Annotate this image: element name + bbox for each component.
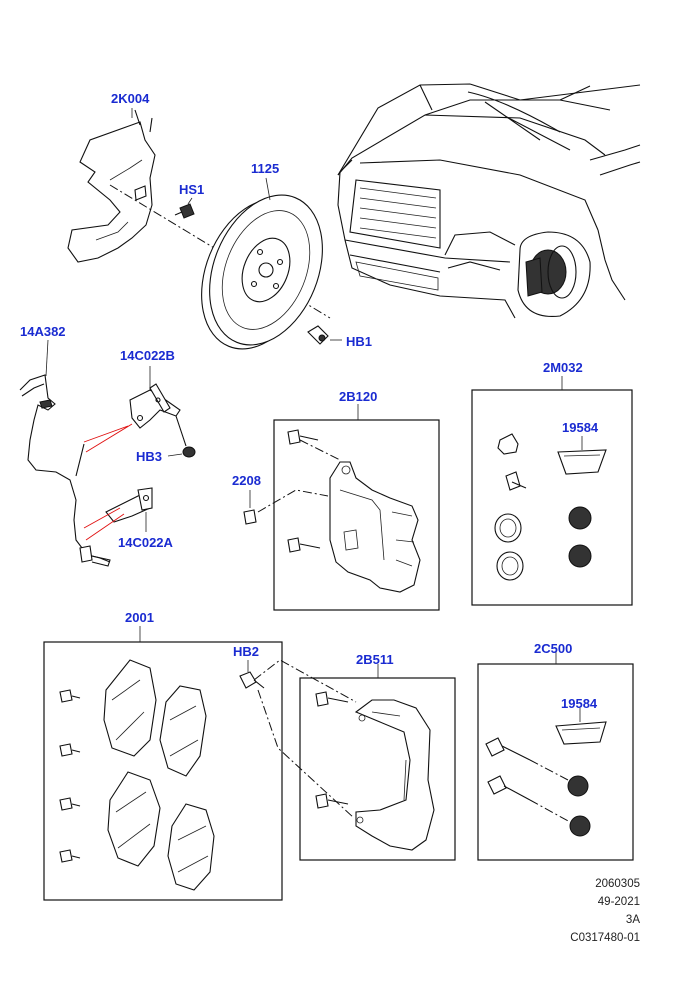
leader-1125 bbox=[265, 177, 271, 201]
callout-2k004[interactable]: 2K004 bbox=[111, 91, 150, 106]
pad-pins bbox=[59, 689, 81, 863]
callout-1125[interactable]: 1125 bbox=[251, 161, 280, 176]
callout-14c022a[interactable]: 14C022A bbox=[118, 535, 173, 550]
catalog-reference: C0317480-01 bbox=[570, 932, 640, 944]
brake-pads-illustration bbox=[103, 659, 215, 891]
vehicle-illustration bbox=[337, 83, 641, 319]
callout-2b120[interactable]: 2B120 bbox=[339, 389, 378, 404]
axis-line-2b120 bbox=[299, 439, 341, 461]
bracket-14c022b bbox=[129, 383, 181, 429]
bolt-2208 bbox=[243, 509, 257, 525]
wear-sensor-illustration bbox=[19, 374, 111, 567]
brake-disc-illustration bbox=[201, 194, 323, 350]
kit-2c500-parts bbox=[485, 721, 607, 837]
callout-hb1[interactable]: HB1 bbox=[346, 334, 373, 349]
callout-2208[interactable]: 2208 bbox=[232, 473, 261, 488]
axis-line-hb2-bottom bbox=[257, 689, 355, 819]
callout-2m032[interactable]: 2M032 bbox=[543, 360, 583, 375]
callout-19584-b[interactable]: 19584 bbox=[561, 696, 598, 711]
callout-hs1[interactable]: HS1 bbox=[179, 182, 205, 197]
leader-hs1 bbox=[187, 197, 193, 205]
bolts-2b511 bbox=[315, 691, 349, 809]
axis-line-hb2-top bbox=[253, 659, 357, 703]
bracket-14c022a bbox=[105, 487, 153, 523]
clip-connectors bbox=[83, 423, 133, 541]
callout-19584-a[interactable]: 19584 bbox=[562, 420, 599, 435]
splash-shield-illustration bbox=[67, 109, 156, 263]
box-2m032 bbox=[471, 389, 633, 606]
axis-line-2208 bbox=[257, 489, 329, 513]
callout-2c500[interactable]: 2C500 bbox=[534, 641, 573, 656]
section-code: 3A bbox=[625, 914, 640, 926]
bolt-hb3 bbox=[175, 415, 196, 458]
bolt-hb1 bbox=[307, 325, 329, 345]
callout-hb3[interactable]: HB3 bbox=[136, 449, 163, 464]
callout-2001[interactable]: 2001 bbox=[125, 610, 154, 625]
carrier-illustration bbox=[354, 699, 435, 851]
caliper-illustration bbox=[329, 461, 421, 593]
box-2b120 bbox=[273, 419, 440, 611]
kit-2m032-parts bbox=[494, 433, 607, 581]
bolts-2b120 bbox=[287, 429, 321, 553]
model-year-code: 49-2021 bbox=[597, 896, 640, 908]
leader-hb3 bbox=[167, 453, 183, 457]
box-2b511 bbox=[299, 677, 456, 861]
box-2c500 bbox=[477, 663, 634, 861]
callout-14c022b[interactable]: 14C022B bbox=[120, 348, 175, 363]
callout-2b511[interactable]: 2B511 bbox=[356, 652, 394, 667]
callout-14a382[interactable]: 14A382 bbox=[20, 324, 66, 339]
box-2001 bbox=[43, 641, 283, 901]
axis-line-hub bbox=[109, 184, 331, 319]
leader-14a382 bbox=[45, 339, 49, 377]
illustration-number: 2060305 bbox=[595, 878, 640, 890]
bolt-hs1 bbox=[174, 203, 195, 219]
bolt-hb2 bbox=[239, 671, 265, 689]
callout-hb2[interactable]: HB2 bbox=[233, 644, 260, 659]
